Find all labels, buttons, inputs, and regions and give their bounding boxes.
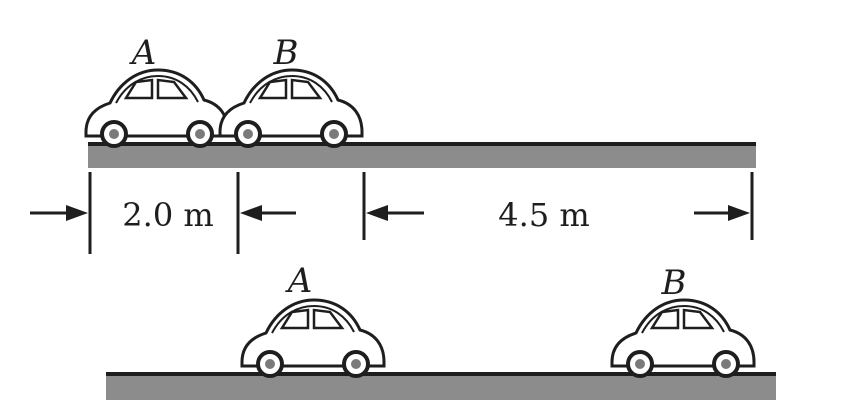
span-distance-label: 4.5 m xyxy=(498,196,589,234)
bottom-car-b xyxy=(610,298,756,378)
span-arrow-right-head xyxy=(728,205,750,221)
bottom-car-b-label: B xyxy=(661,263,687,303)
dimension-markers xyxy=(30,172,754,254)
gap-arrow-right-head xyxy=(240,205,262,221)
top-car-b-label: B xyxy=(273,33,299,73)
top-car-b xyxy=(218,68,364,148)
top-car-a xyxy=(84,68,230,148)
top-car-a-label: A xyxy=(129,33,157,73)
span-arrow-left-head xyxy=(366,205,388,221)
gap-arrow-left-head xyxy=(66,205,88,221)
bottom-car-a-label: A xyxy=(285,261,313,301)
bottom-car-a xyxy=(240,298,386,378)
gap-distance-label: 2.0 m xyxy=(122,196,213,234)
bottom-road xyxy=(106,372,776,400)
top-road xyxy=(88,142,756,168)
